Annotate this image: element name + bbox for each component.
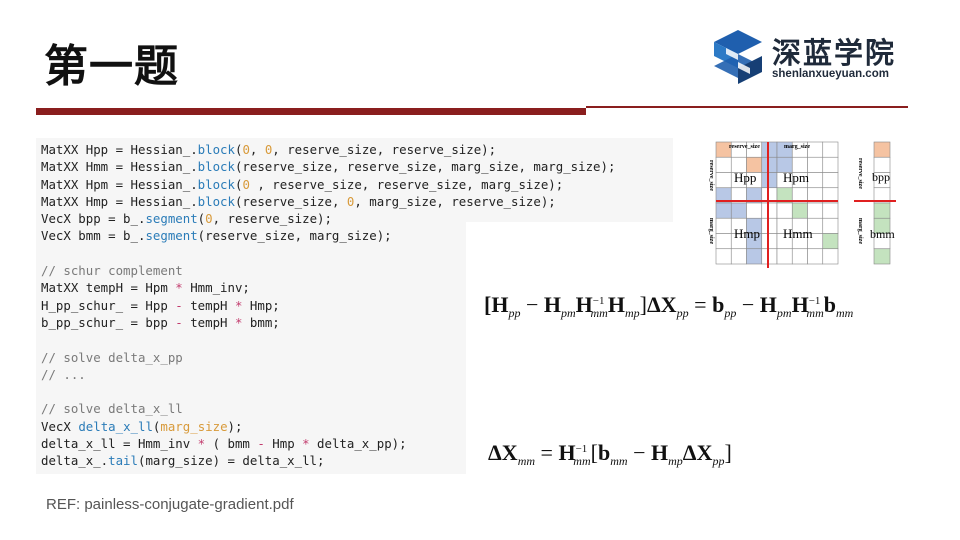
hessian-cell xyxy=(822,202,839,219)
hessian-diagram-svg: reserve_size marg_size reserve_size marg… xyxy=(708,141,896,268)
code-background-top xyxy=(36,138,673,222)
code-line: // solve delta_x_ll xyxy=(41,401,183,417)
side-label-marg: marg_size xyxy=(708,218,714,244)
hessian-cell xyxy=(822,172,839,189)
code-line: VecX bmm = b_.segment(reserve_size, marg… xyxy=(41,228,392,244)
hessian-cell xyxy=(807,202,824,219)
hessian-cell xyxy=(761,248,778,265)
hessian-cell xyxy=(822,156,839,173)
block-label-hpp: Hpp xyxy=(734,170,756,185)
hessian-cell xyxy=(761,202,778,219)
hessian-cell xyxy=(715,156,732,173)
code-line: // solve delta_x_pp xyxy=(41,349,183,365)
vector-cell xyxy=(873,248,891,265)
hessian-cell xyxy=(822,217,839,234)
code-background-bottom xyxy=(36,222,466,474)
code-line: b_pp_schur_ = bpp - tempH * bmm; xyxy=(41,314,280,330)
hessian-cell xyxy=(776,248,793,265)
hessian-cell xyxy=(761,217,778,234)
title-underline-bar xyxy=(36,108,586,115)
block-label-hpm: Hpm xyxy=(783,170,809,185)
hessian-cell xyxy=(791,202,808,219)
hessian-cell xyxy=(746,202,763,219)
hessian-cell xyxy=(822,233,839,250)
logo: 深蓝学院 shenlanxueyuan.com xyxy=(710,26,930,90)
code-line: delta_x_.tail(marg_size) = delta_x_ll; xyxy=(41,453,325,469)
code-line: delta_x_ll = Hmm_inv * ( bmm - Hmp * del… xyxy=(41,436,407,452)
marginal-update-formula: ΔXmm = H−1mm[bmm − HmpΔXpp] xyxy=(488,440,732,468)
hessian-cell xyxy=(761,156,778,173)
code-line xyxy=(41,383,615,400)
schur-complement-formula: [Hpp − HpmH−1mmHmp]ΔXpp = bpp − HpmH−1mm… xyxy=(484,292,854,320)
hessian-cell xyxy=(746,248,763,265)
hessian-cell xyxy=(807,172,824,189)
vector-side-label-marg: marg_size xyxy=(857,218,863,244)
hessian-cell xyxy=(715,202,732,219)
logo-mark-icon xyxy=(714,30,762,84)
hessian-cell xyxy=(807,248,824,265)
hessian-cell xyxy=(761,141,778,158)
code-line: MatXX tempH = Hpm * Hmm_inv; xyxy=(41,280,250,296)
hessian-cell xyxy=(791,248,808,265)
code-line: MatXX Hpp = Hessian_.block(0, 0, reserve… xyxy=(41,142,497,157)
top-label-reserve: reserve_size xyxy=(729,144,760,150)
code-line xyxy=(41,245,615,262)
hessian-cell xyxy=(715,217,732,234)
logo-english-text: shenlanxueyuan.com xyxy=(772,68,889,80)
block-label-hmm: Hmm xyxy=(783,226,813,241)
code-line: MatXX Hpm = Hessian_.block(0 , reserve_s… xyxy=(41,176,564,192)
vector-cell xyxy=(873,141,891,158)
vector-label-bpp: bpp xyxy=(872,170,890,184)
code-line: MatXX Hmm = Hessian_.block(reserve_size,… xyxy=(41,159,616,175)
hessian-cell xyxy=(715,248,732,265)
code-block: MatXX Hpp = Hessian_.block(0, 0, reserve… xyxy=(41,141,615,470)
hessian-cell xyxy=(822,248,839,265)
vector-side-label-reserve: reserve_size xyxy=(857,158,863,189)
hessian-cell xyxy=(822,141,839,158)
code-line: // schur complement xyxy=(41,263,183,279)
hessian-cell xyxy=(715,233,732,250)
title-underline-thin xyxy=(586,106,908,108)
hessian-cell xyxy=(730,202,747,219)
hessian-cell xyxy=(807,156,824,173)
reference-text: REF: painless-conjugate-gradient.pdf xyxy=(46,496,294,513)
code-line: VecX bpp = b_.segment(0, reserve_size); xyxy=(41,211,332,227)
code-line: // ... xyxy=(41,366,86,382)
code-line: VecX delta_x_ll(marg_size); xyxy=(41,418,243,434)
vector-cell xyxy=(873,202,891,219)
code-line: MatXX Hmp = Hessian_.block(reserve_size,… xyxy=(41,193,556,209)
hessian-cell xyxy=(761,233,778,250)
hessian-cell xyxy=(715,172,732,189)
top-label-marg: marg_size xyxy=(784,144,810,150)
vector-label-bmm: bmm xyxy=(870,227,895,241)
hessian-cell xyxy=(776,202,793,219)
code-line: H_pp_schur_ = Hpp - tempH * Hmp; xyxy=(41,297,280,313)
slide-title: 第一题 xyxy=(44,41,179,92)
logo-chinese-text: 深蓝学院 xyxy=(772,36,897,70)
hessian-cell xyxy=(730,248,747,265)
block-label-hmp: Hmp xyxy=(734,226,760,241)
hessian-block-diagram: reserve_size marg_size reserve_size marg… xyxy=(704,140,909,274)
hessian-cell xyxy=(761,172,778,189)
side-label-reserve: reserve_size xyxy=(708,160,714,191)
code-line xyxy=(41,331,615,348)
